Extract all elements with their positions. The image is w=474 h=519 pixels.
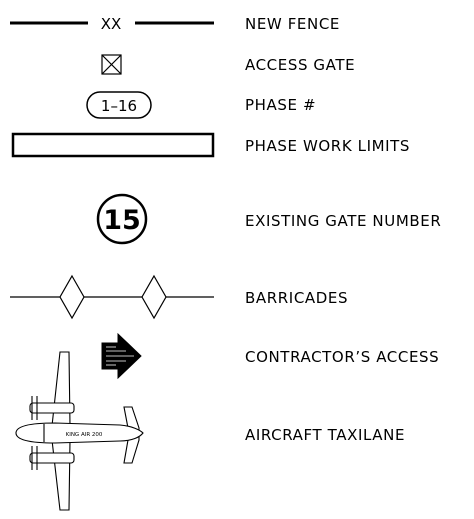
contractor-access-arrow-icon — [101, 332, 142, 380]
gate-number-circle: 15 — [96, 193, 148, 245]
barricades-symbol — [10, 274, 214, 320]
gate-number-text: 15 — [103, 205, 141, 236]
phase-number-label: PHASE # — [245, 96, 316, 114]
phase-work-limits-rect — [11, 132, 215, 158]
contractor-access-label: CONTRACTOR’S ACCESS — [245, 348, 439, 366]
fence-xx-text: XX — [101, 15, 122, 33]
aircraft-model-text: KING AIR 200 — [66, 432, 103, 438]
phase-number-oval: 1–16 — [86, 91, 152, 119]
phase-work-limits-label: PHASE WORK LIMITS — [245, 137, 410, 155]
new-fence-label: NEW FENCE — [245, 15, 340, 33]
aircraft-icon: KING AIR 200 — [15, 351, 144, 511]
access-gate-label: ACCESS GATE — [245, 56, 355, 74]
new-fence-symbol: XX — [10, 15, 214, 33]
phase-range-text: 1–16 — [101, 97, 137, 115]
barricades-label: BARRICADES — [245, 289, 348, 307]
aircraft-taxilane-label: AIRCRAFT TAXILANE — [245, 426, 405, 444]
access-gate-icon — [101, 54, 122, 75]
existing-gate-number-label: EXISTING GATE NUMBER — [245, 212, 441, 230]
